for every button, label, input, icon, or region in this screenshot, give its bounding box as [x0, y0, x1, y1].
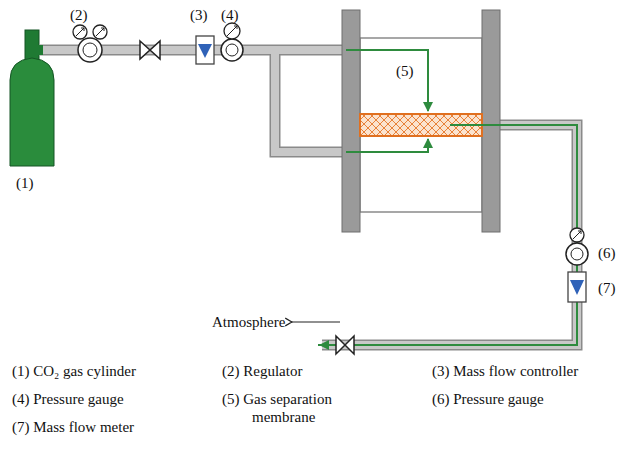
gas-flow-line	[346, 139, 428, 152]
pressure-gauge	[224, 23, 240, 39]
regulator	[81, 28, 104, 31]
legend-item: (6) Pressure gauge	[432, 390, 544, 408]
gas-pipe	[40, 50, 342, 152]
membrane-module	[342, 10, 360, 232]
callout-number: (6)	[598, 244, 616, 262]
regulator	[73, 25, 107, 62]
vent-arrow	[291, 321, 340, 322]
pressure-gauge	[566, 228, 588, 265]
pressure-gauge	[571, 248, 583, 260]
valve	[336, 336, 354, 354]
legend-item: (1) CO₂ gas cylinder	[12, 362, 136, 380]
co2-cylinder	[10, 58, 54, 166]
mass-flow-meter	[570, 280, 584, 295]
gas-pipe	[40, 50, 342, 152]
callout-number: (5)	[396, 62, 414, 80]
callout-number: (3)	[190, 6, 208, 24]
valve	[140, 41, 160, 59]
regulator	[76, 28, 104, 36]
regulator	[83, 43, 97, 57]
legend-item: (2) Regulator	[222, 362, 302, 380]
mass-flow-meter	[568, 272, 586, 302]
pressure-gauge	[226, 44, 238, 56]
callout-number: (2)	[70, 6, 88, 24]
mass-flow-controller	[196, 36, 214, 64]
membrane-module	[342, 10, 500, 232]
mass-flow-controller	[196, 36, 214, 64]
valve	[140, 41, 160, 59]
co2-cylinder	[10, 30, 54, 166]
vent-arrow	[291, 322, 340, 323]
co2-cylinder	[33, 45, 43, 55]
membrane-module	[482, 10, 500, 232]
mass-flow-controller	[198, 44, 212, 58]
legend-item: (4) Pressure gauge	[12, 390, 124, 408]
legend-item: (3) Mass flow controller	[432, 362, 578, 380]
gas-flow-line	[346, 50, 428, 111]
pressure-gauge	[573, 231, 581, 239]
pressure-gauge	[221, 23, 243, 61]
legend-item: (5) Gas separation membrane	[222, 390, 372, 426]
gas-flow-line	[320, 344, 330, 346]
flow-label: Atmosphere	[212, 313, 285, 331]
pressure-gauge	[221, 39, 243, 61]
valve	[336, 336, 354, 354]
legend-item: (7) Mass flow meter	[12, 418, 134, 436]
pressure-gauge	[227, 26, 237, 36]
callout-number: (1)	[16, 174, 34, 192]
gas-flow-line	[318, 50, 577, 345]
gas-flow-line	[318, 125, 577, 345]
callout-number: (4)	[221, 6, 239, 24]
pressure-gauge	[566, 243, 588, 265]
callout-number: (7)	[598, 279, 616, 297]
regulator	[78, 38, 102, 62]
pressure-gauge	[570, 228, 584, 242]
mass-flow-meter	[568, 272, 586, 302]
